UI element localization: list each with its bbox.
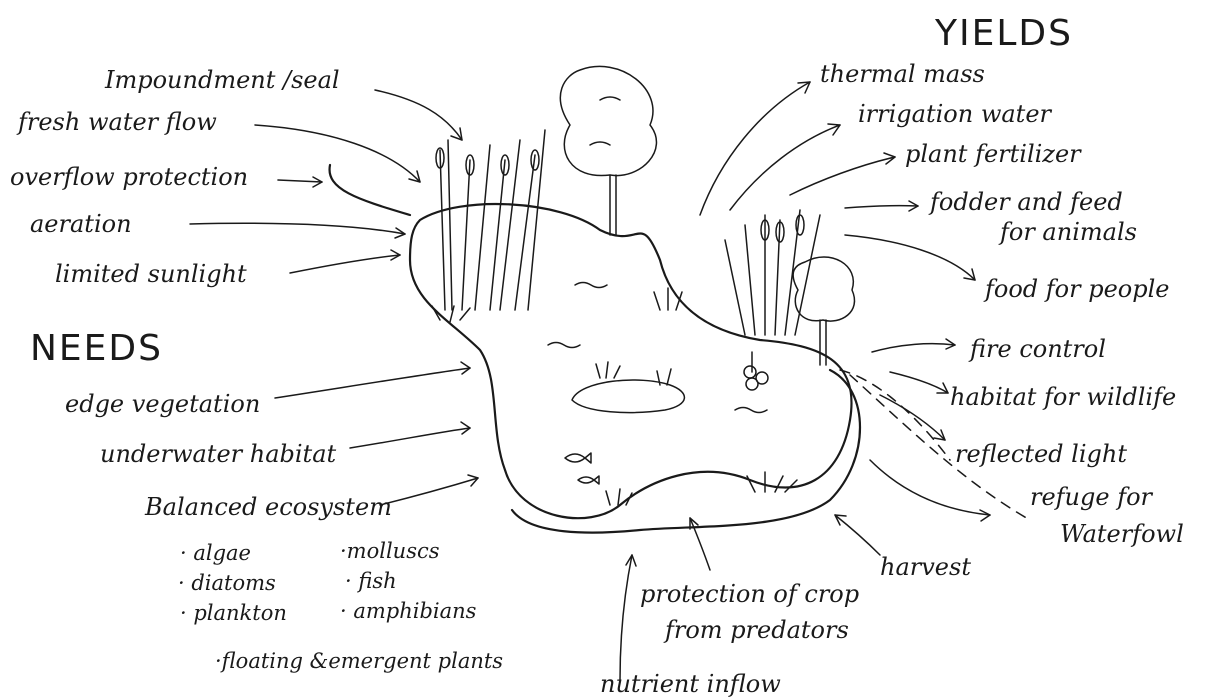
yield-plant-fertilizer: plant fertilizer bbox=[905, 140, 1082, 168]
ecosystem-item-algae: · algae bbox=[180, 541, 251, 565]
ecosystem-item-diatoms: · diatoms bbox=[178, 571, 276, 595]
yield-fodder-line2: for animals bbox=[998, 218, 1137, 246]
need-aeration: aeration bbox=[30, 210, 132, 238]
ecosystem-item-fish: · fish bbox=[345, 569, 397, 593]
needs-heading: NEEDS bbox=[30, 328, 163, 369]
pond-rim bbox=[512, 370, 860, 533]
tree-right bbox=[793, 257, 854, 365]
ecosystem-item-plankton: · plankton bbox=[180, 601, 287, 625]
ecosystem-item-amphibians: · amphibians bbox=[340, 599, 477, 623]
need-impoundment: Impoundment /seal bbox=[104, 66, 340, 94]
ecosystem-item-plants: ·floating &emergent plants bbox=[215, 649, 503, 673]
yield-refuge-line2: Waterfowl bbox=[1060, 520, 1184, 548]
ecosystem-item-molluscs: ·molluscs bbox=[340, 539, 440, 563]
need-nutrient-inflow: nutrient inflow bbox=[600, 670, 781, 698]
need-fresh-water-flow: fresh water flow bbox=[16, 108, 217, 136]
fish-icon bbox=[578, 476, 599, 484]
reeds-right bbox=[725, 210, 820, 335]
water-lily-icon bbox=[744, 352, 768, 390]
ripple bbox=[548, 343, 580, 348]
yield-fire-control: fire control bbox=[968, 335, 1106, 363]
yield-reflected-light: reflected light bbox=[955, 440, 1127, 468]
reeds-left bbox=[432, 130, 545, 322]
ripple bbox=[575, 283, 607, 288]
yield-refuge-line1: refuge for bbox=[1030, 483, 1154, 511]
yield-thermal-mass: thermal mass bbox=[820, 60, 985, 88]
need-balanced-ecosystem: Balanced ecosystem bbox=[144, 493, 392, 521]
overflow-pipe bbox=[330, 165, 410, 215]
tree-left bbox=[560, 66, 656, 235]
yield-habitat-for-wildlife: habitat for wildlife bbox=[950, 383, 1176, 411]
yield-protection-line1: protection of crop bbox=[640, 580, 859, 608]
pond-outline bbox=[410, 204, 852, 518]
ripple bbox=[735, 408, 767, 413]
yield-fodder-line1: fodder and feed bbox=[928, 188, 1123, 216]
need-overflow-protection: overflow protection bbox=[10, 163, 248, 191]
need-edge-vegetation: edge vegetation bbox=[65, 390, 260, 418]
yield-irrigation-water: irrigation water bbox=[858, 100, 1053, 128]
yield-harvest: harvest bbox=[880, 553, 971, 581]
fish-icon bbox=[565, 453, 591, 463]
yield-protection-line2: from predators bbox=[663, 616, 849, 644]
need-underwater-habitat: underwater habitat bbox=[100, 440, 337, 468]
yield-food-for-people: food for people bbox=[983, 275, 1169, 303]
yields-heading: YIELDS bbox=[934, 13, 1073, 54]
need-limited-sunlight: limited sunlight bbox=[55, 260, 247, 288]
